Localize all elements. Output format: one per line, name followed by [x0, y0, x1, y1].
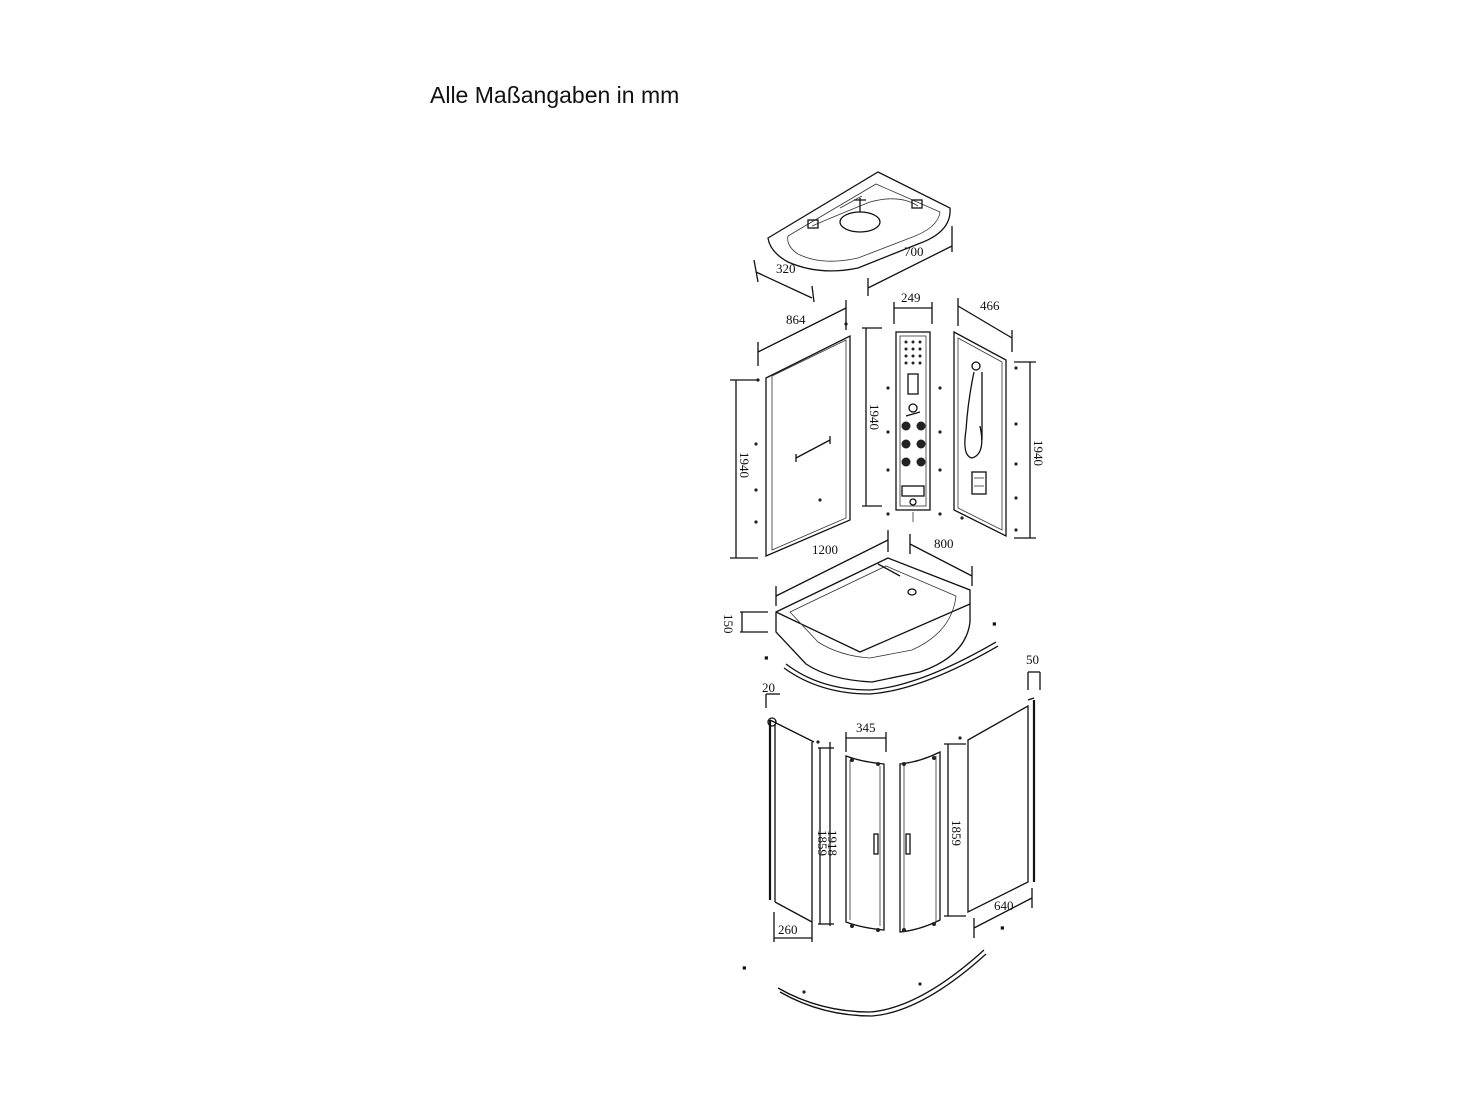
- dimension-side-panel-height: 1940: [1014, 361, 1046, 539]
- right-sliding-door: [899, 750, 941, 933]
- dimension-fixed-left-width: 260: [773, 912, 813, 942]
- dimension-tray-width: 800: [909, 534, 973, 586]
- svg-text:▪: ▪: [764, 650, 769, 665]
- dimension-profile-depth: 50: [1026, 652, 1041, 690]
- column-width-label: 249: [901, 290, 921, 305]
- dimension-back-panel-width: 864: [757, 300, 847, 366]
- left-sliding-door: [845, 755, 885, 932]
- svg-text:▪: ▪: [742, 960, 747, 975]
- right-fixed-glass: [958, 697, 1036, 914]
- tray-length-label: 1200: [812, 542, 838, 557]
- tray-width-label: 800: [934, 536, 954, 551]
- svg-text:▪: ▪: [992, 616, 997, 631]
- fixed-right-width-label: 640: [994, 898, 1014, 913]
- dimension-roof-width: 700: [867, 226, 953, 296]
- dimension-tray-length: 1200: [775, 530, 889, 606]
- column-jet-grid: [904, 340, 922, 365]
- roof-depth-label: 320: [776, 261, 796, 276]
- side-panel-width-label: 466: [980, 298, 1000, 313]
- dimension-fixed-right-width: 640: [973, 888, 1033, 938]
- side-panel-height-label: 1940: [1031, 440, 1046, 466]
- page-title: Alle Maßangaben in mm: [430, 82, 680, 108]
- back-panel: [754, 322, 851, 557]
- dimension-fixed-right-height: 1859: [944, 743, 966, 917]
- dimension-column-width: 249: [893, 290, 933, 324]
- bottom-rail: ▪ ▪: [742, 920, 1005, 1017]
- fixed-right-height-label: 1859: [949, 820, 964, 846]
- back-panel-width-label: 864: [786, 312, 806, 327]
- dimension-back-panel-height: 1940: [730, 379, 758, 559]
- dimension-door-width: 345: [845, 720, 887, 752]
- dimension-fixed-left-height: 1859 1918: [815, 742, 840, 926]
- roof-width-label: 700: [904, 244, 924, 259]
- dimension-profile-width: 20: [762, 680, 780, 708]
- column-massage-jets: [901, 421, 926, 467]
- roof-part: [767, 171, 951, 272]
- fixed-left-width-label: 260: [778, 922, 798, 937]
- side-panel: [953, 330, 1018, 538]
- back-panel-height-label: 1940: [737, 452, 752, 478]
- door-width-label: 345: [856, 720, 876, 735]
- fixed-left-height-outer-label: 1918: [825, 830, 840, 856]
- left-fixed-glass: [767, 717, 820, 923]
- dimension-tray-height: 150: [721, 611, 768, 634]
- shower-column: [886, 331, 942, 522]
- svg-text:▪: ▪: [1000, 920, 1005, 935]
- profile-width-label: 20: [762, 680, 775, 695]
- dimension-side-panel-width: 466: [957, 298, 1013, 352]
- tray-height-label: 150: [721, 614, 736, 634]
- column-height-label: 1940: [867, 404, 882, 430]
- shower-tray: ▪ ▪: [764, 557, 999, 695]
- dimension-roof-depth: 320: [753, 259, 815, 303]
- profile-depth-label: 50: [1026, 652, 1039, 667]
- dimension-column-height: 1940: [862, 327, 882, 507]
- fixed-left-height-inner-label: 1859: [815, 830, 830, 856]
